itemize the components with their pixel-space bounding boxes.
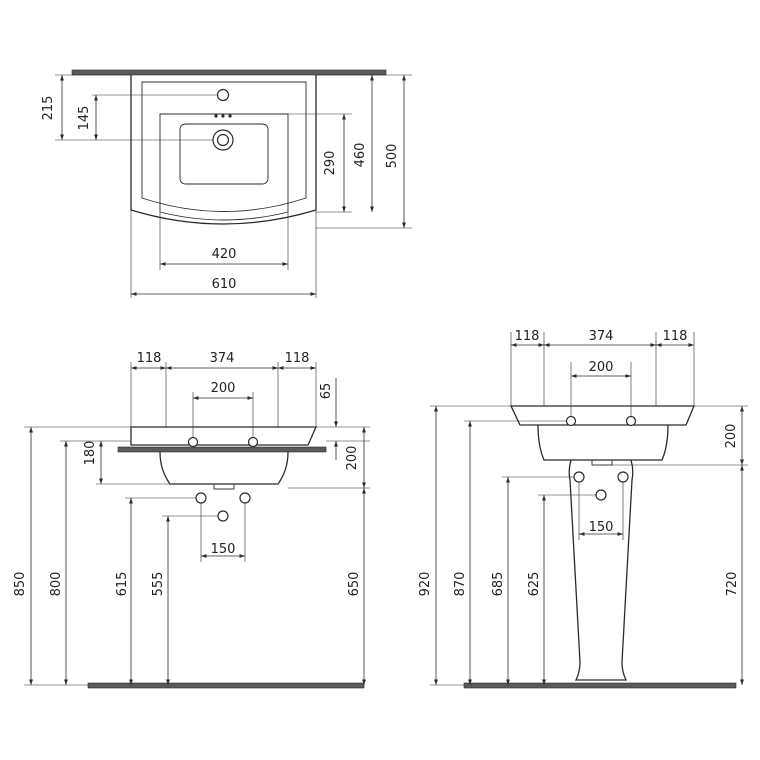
dim-800-label: 800 bbox=[49, 572, 64, 597]
dim-374-label: 374 bbox=[589, 329, 614, 344]
dim-850-label: 850 bbox=[13, 572, 28, 597]
floor-strip-pedestal bbox=[463, 682, 737, 689]
overflow-dot-icon bbox=[228, 114, 232, 118]
dim-215-label: 215 bbox=[41, 96, 56, 121]
dim-180-label: 180 bbox=[83, 441, 98, 466]
dim-200-side-label: 200 bbox=[345, 446, 360, 471]
waste-outlet-pedestal bbox=[591, 459, 613, 466]
overflow-dot-icon bbox=[221, 114, 225, 118]
dim-500-label: 500 bbox=[385, 144, 400, 169]
pedestal-view: 118 374 118 200 200 150 920 870 685 625 … bbox=[418, 329, 748, 689]
bracket-hole-icon bbox=[187, 436, 199, 448]
basin-front-bowl bbox=[159, 451, 289, 485]
dim-650-label: 650 bbox=[347, 572, 362, 597]
dim-615-label: 615 bbox=[115, 572, 130, 597]
dim-720-label: 720 bbox=[725, 572, 740, 597]
tap-hole-icon bbox=[216, 88, 230, 102]
dim-150-label: 150 bbox=[211, 542, 236, 557]
dim-420-label: 420 bbox=[212, 247, 237, 262]
dim-374-label: 374 bbox=[210, 351, 235, 366]
dim-118-right-label: 118 bbox=[663, 329, 688, 344]
basin-pedestal-outline bbox=[509, 405, 695, 426]
dim-610-label: 610 bbox=[212, 277, 237, 292]
dim-118-right-label: 118 bbox=[285, 351, 310, 366]
waste-pipe-icon bbox=[595, 489, 607, 501]
wall-bracket-strip bbox=[117, 446, 327, 453]
water-inlet-right-icon bbox=[617, 471, 629, 483]
dim-460-label: 460 bbox=[353, 143, 368, 168]
water-inlet-left-icon bbox=[573, 471, 585, 483]
pedestal-column bbox=[568, 459, 634, 681]
overflow-dot-icon bbox=[214, 114, 218, 118]
dim-290-label: 290 bbox=[323, 151, 338, 176]
top-view: 215 145 290 460 500 420 610 bbox=[41, 69, 412, 298]
dim-118-left-label: 118 bbox=[137, 351, 162, 366]
basin-front-outline bbox=[130, 426, 318, 446]
basin-pedestal-bowl bbox=[537, 424, 669, 461]
front-view: 118 374 118 200 65 180 200 150 850 800 6… bbox=[13, 351, 370, 689]
dim-870-label: 870 bbox=[453, 572, 468, 597]
water-inlet-right-icon bbox=[239, 492, 251, 504]
dim-145-label: 145 bbox=[77, 106, 92, 131]
basin-top-outline bbox=[130, 75, 317, 225]
bracket-hole-icon bbox=[625, 415, 637, 427]
basin-inner-rim bbox=[141, 81, 307, 212]
dim-920-label: 920 bbox=[418, 572, 433, 597]
drain-inner-icon bbox=[216, 133, 230, 147]
dim-685-label: 685 bbox=[491, 572, 506, 597]
dim-65-label: 65 bbox=[319, 383, 334, 400]
waste-pipe-icon bbox=[217, 510, 229, 522]
floor-strip-front bbox=[87, 682, 365, 689]
water-inlet-left-icon bbox=[195, 492, 207, 504]
dim-150-label: 150 bbox=[589, 520, 614, 535]
bracket-hole-icon bbox=[247, 436, 259, 448]
bowl-inner-top bbox=[179, 123, 269, 185]
dim-200-side-label: 200 bbox=[724, 424, 739, 449]
dim-200-label: 200 bbox=[211, 381, 236, 396]
dim-555-label: 555 bbox=[151, 572, 166, 597]
bracket-hole-icon bbox=[565, 415, 577, 427]
dim-625-label: 625 bbox=[527, 572, 542, 597]
dim-200-label: 200 bbox=[589, 360, 614, 375]
waste-outlet-front bbox=[213, 483, 235, 490]
dim-118-left-label: 118 bbox=[515, 329, 540, 344]
wall-strip-top bbox=[71, 69, 387, 76]
